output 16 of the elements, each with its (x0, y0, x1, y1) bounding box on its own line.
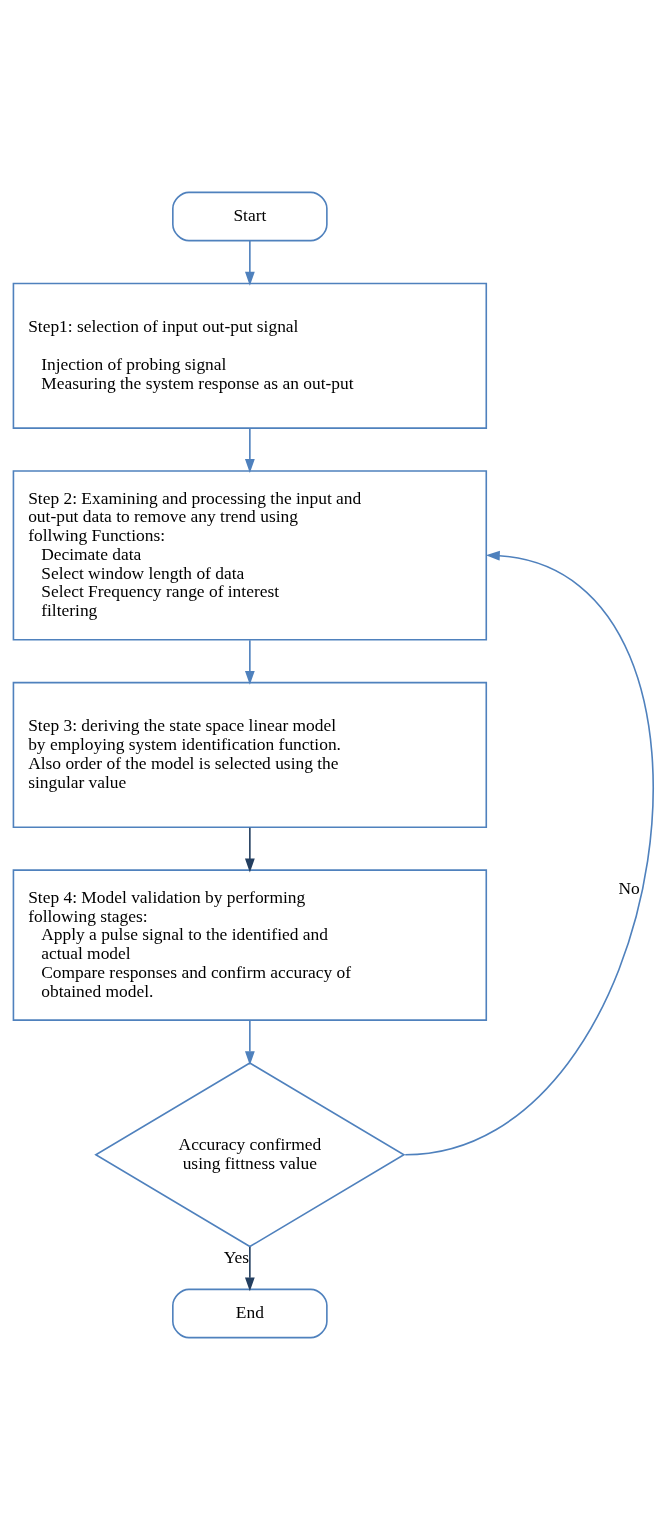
edge-label: Yes (223, 1246, 250, 1267)
node-box: Step 4: Model validation by performing following stages: Apply a pulse signal to the identified and actual model Compare responses and confirm accuracy of obtained model. (12, 868, 488, 1021)
node-diamond: Accuracy confirmed using fittness value (94, 1061, 406, 1247)
arrow (404, 550, 655, 1156)
node-box: End (172, 1288, 328, 1338)
arrow (244, 1245, 255, 1291)
arrow (244, 826, 255, 873)
edge-label: No (618, 877, 640, 898)
node-box: Step 2: Examining and processing the input and out-put data to remove any trend using follwing Functions: Decimate data Select window length of data Select Frequency range of interest filtering (12, 469, 488, 641)
node-box: Step 3: deriving the state space linear model by employing system identification function. Also order of the model is selected using the singular value (12, 681, 488, 828)
arrow (244, 426, 255, 473)
arrow (244, 239, 255, 286)
node-box: Step1: selection of input out-put signal Injection of probing signal Measuring the system response as an out-put (12, 282, 488, 429)
arrow (244, 1019, 255, 1065)
node-box: Start (172, 191, 328, 241)
arrow (244, 638, 255, 685)
